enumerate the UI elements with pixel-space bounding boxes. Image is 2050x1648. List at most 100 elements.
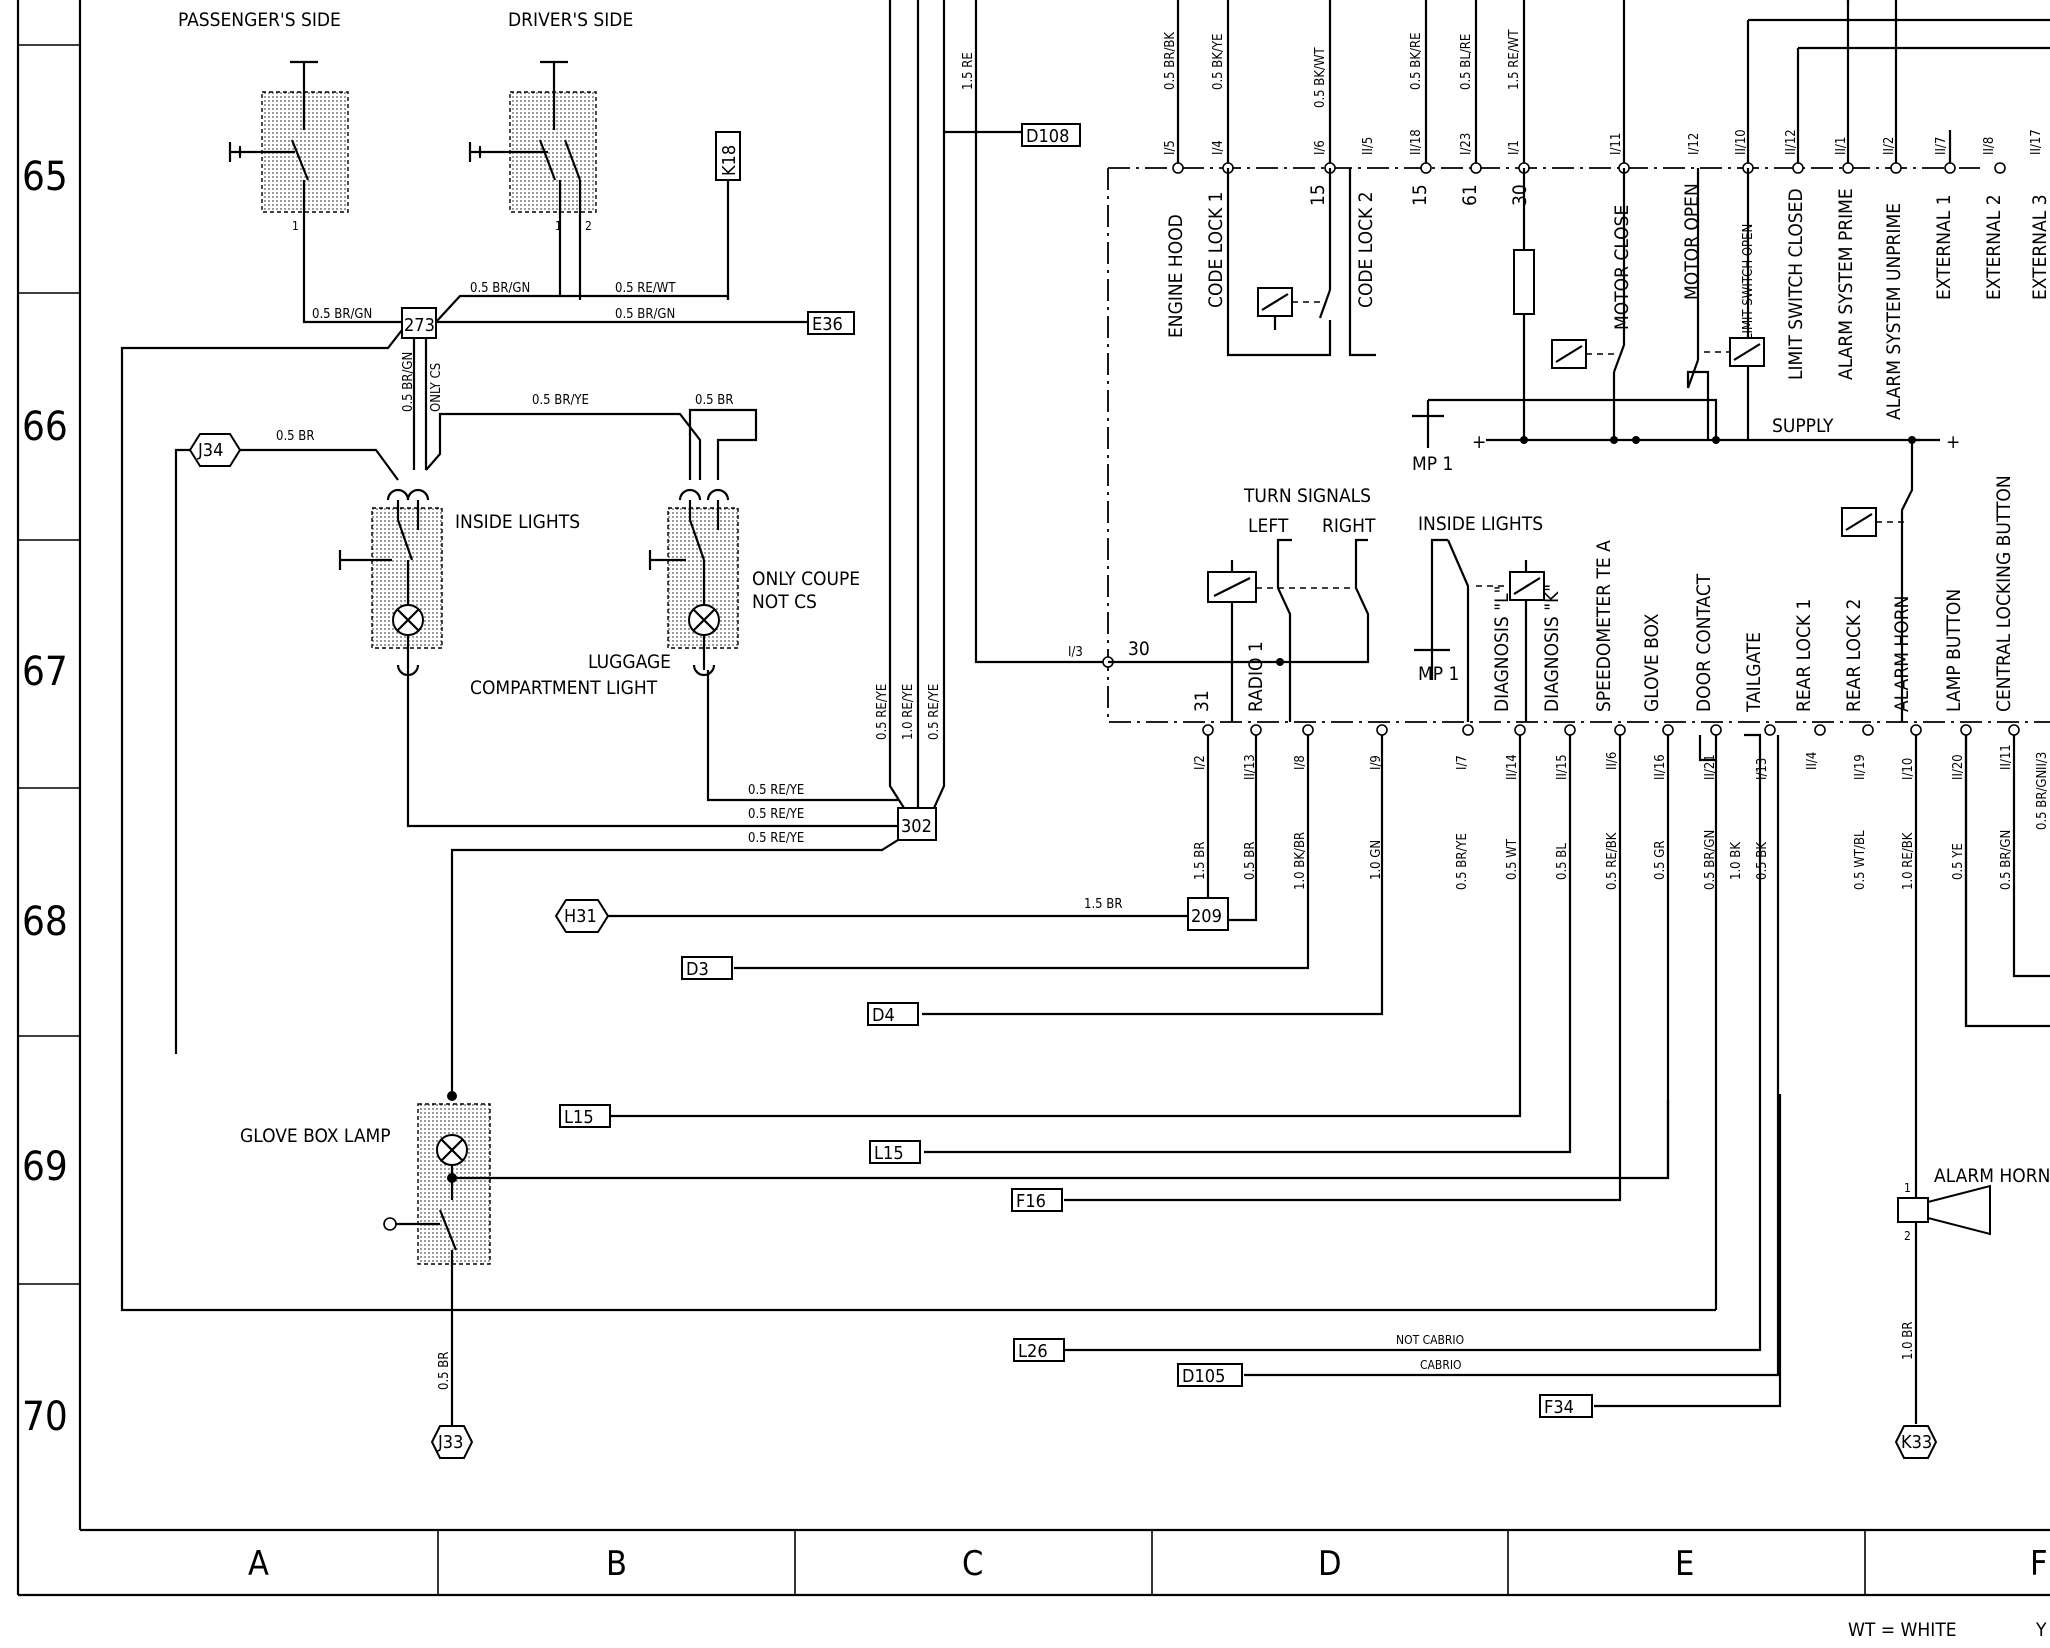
driver-door-switch: DRIVER'S SIDE 1 2 <box>468 9 633 233</box>
svg-text:61: 61 <box>1459 184 1481 206</box>
svg-text:0.5 BL: 0.5 BL <box>1555 843 1570 880</box>
svg-text:II/1: II/1 <box>1834 137 1849 155</box>
svg-text:0.5 BR: 0.5 BR <box>437 1352 452 1390</box>
svg-text:MOTOR CLOSE: MOTOR CLOSE <box>1611 205 1633 330</box>
svg-text:1.0 BK/BR: 1.0 BK/BR <box>1293 832 1308 890</box>
svg-text:ALARM HORN: ALARM HORN <box>1934 1165 2050 1187</box>
svg-text:0.5 BR/YE: 0.5 BR/YE <box>1455 833 1470 890</box>
svg-text:0.5 BR/GN: 0.5 BR/GN <box>470 281 530 296</box>
svg-text:0.5 BR/GN: 0.5 BR/GN <box>1703 830 1718 890</box>
svg-text:1.0 RE/YE: 1.0 RE/YE <box>901 684 916 740</box>
svg-text:15: 15 <box>1409 184 1431 206</box>
svg-text:0.5 RE/YE: 0.5 RE/YE <box>748 807 804 822</box>
bottom-functions: RADIO 1 DIAGNOSIS "L" DIAGNOSIS "K" SPEE… <box>1245 475 2015 713</box>
svg-text:II/19: II/19 <box>1853 754 1868 780</box>
svg-text:CODE LOCK 2: CODE LOCK 2 <box>1355 191 1377 308</box>
junction-273: 273 <box>401 307 437 339</box>
column-letter-b: B <box>606 1544 627 1584</box>
svg-text:I/8: I/8 <box>1293 755 1308 770</box>
svg-text:DOOR CONTACT: DOOR CONTACT <box>1693 573 1715 712</box>
svg-text:1: 1 <box>292 219 299 233</box>
svg-text:0.5 BR/GN: 0.5 BR/GN <box>2035 770 2050 830</box>
svg-text:D4: D4 <box>872 1005 895 1026</box>
connector-l26: L26 <box>1013 1338 1065 1362</box>
junction-209: 209 <box>1187 897 1229 931</box>
svg-text:EXTERNAL 2: EXTERNAL 2 <box>1983 194 2005 300</box>
connector-k33: K33 <box>1894 1425 1938 1459</box>
svg-text:TAILGATE: TAILGATE <box>1743 632 1765 713</box>
svg-text:LEFT: LEFT <box>1248 515 1289 537</box>
svg-text:30: 30 <box>1509 184 1531 206</box>
svg-text:MOTOR OPEN: MOTOR OPEN <box>1681 183 1703 300</box>
svg-text:2: 2 <box>585 219 592 233</box>
svg-text:15: 15 <box>1307 184 1329 206</box>
svg-text:1.5 BR: 1.5 BR <box>1084 897 1122 912</box>
svg-text:I/10: I/10 <box>1901 758 1916 780</box>
top-functions: ENGINE HOOD CODE LOCK 1 CODE LOCK 2 15 1… <box>1165 183 2050 420</box>
svg-text:J33: J33 <box>437 1432 463 1453</box>
svg-text:0.5 RE/YE: 0.5 RE/YE <box>748 831 804 846</box>
bottom-wiring <box>610 733 2050 1424</box>
svg-text:H31: H31 <box>564 906 597 927</box>
svg-text:SPEEDOMETER TE A: SPEEDOMETER TE A <box>1593 540 1615 712</box>
svg-text:II/7: II/7 <box>1934 137 1949 155</box>
connector-f34: F34 <box>1539 1394 1593 1418</box>
svg-text:GLOVE BOX LAMP: GLOVE BOX LAMP <box>240 1125 391 1147</box>
svg-text:LUGGAGE: LUGGAGE <box>588 651 671 673</box>
connector-j34: J34 <box>188 433 242 467</box>
svg-text:ONLY CS: ONLY CS <box>429 363 444 412</box>
svg-text:0.5 BR: 0.5 BR <box>276 429 314 444</box>
svg-text:L15: L15 <box>874 1143 904 1164</box>
row-number-65: 65 <box>22 154 68 200</box>
svg-text:D3: D3 <box>686 959 709 980</box>
svg-text:1.0 RE/BK: 1.0 RE/BK <box>1901 832 1916 890</box>
svg-text:CODE LOCK 1: CODE LOCK 1 <box>1205 191 1227 308</box>
svg-text:I/5: I/5 <box>1163 140 1178 155</box>
column-letter-f: F <box>2030 1544 2048 1584</box>
svg-text:0.5 BR/YE: 0.5 BR/YE <box>532 393 589 408</box>
connector-l15-a: L15 <box>559 1104 611 1128</box>
row-number-68: 68 <box>22 899 68 945</box>
junction-302: 302 <box>897 807 937 841</box>
svg-text:II/10: II/10 <box>1734 129 1749 155</box>
svg-text:GLOVE BOX: GLOVE BOX <box>1641 613 1663 712</box>
svg-text:0.5 GR: 0.5 GR <box>1653 841 1668 881</box>
svg-text:I/11: I/11 <box>1609 133 1624 155</box>
svg-text:0.5 WT/BL: 0.5 WT/BL <box>1853 830 1868 890</box>
svg-text:0.5 RE/YE: 0.5 RE/YE <box>748 783 804 798</box>
svg-text:MP 1: MP 1 <box>1412 453 1453 475</box>
svg-text:I/13: I/13 <box>1755 758 1770 780</box>
svg-text:0.5 BR/GN: 0.5 BR/GN <box>1999 830 2014 890</box>
svg-text:I/2: I/2 <box>1193 755 1208 770</box>
color-legend: WT = WHITE <box>1848 1619 1957 1641</box>
svg-text:1.0 BK: 1.0 BK <box>1729 842 1744 880</box>
connector-k18: K18 <box>715 131 741 181</box>
svg-text:ALARM SYSTEM UNPRIME: ALARM SYSTEM UNPRIME <box>1883 203 1905 420</box>
svg-text:0.5 BK/WT: 0.5 BK/WT <box>1313 46 1328 108</box>
svg-text:II/11: II/11 <box>1999 744 2014 770</box>
row-numbers: 65 66 67 68 69 70 <box>22 154 68 1440</box>
passenger-door-switch: PASSENGER'S SIDE 1 <box>178 9 349 233</box>
color-legend-partial: Y <box>2035 1619 2047 1641</box>
svg-text:I/1: I/1 <box>1507 140 1522 155</box>
svg-text:0.5 BR/GN: 0.5 BR/GN <box>401 352 416 412</box>
svg-text:NOT CABRIO: NOT CABRIO <box>1396 1333 1464 1347</box>
svg-text:I/6: I/6 <box>1313 140 1328 155</box>
svg-text:II/13: II/13 <box>1243 754 1258 780</box>
svg-text:1.0 GN: 1.0 GN <box>1369 840 1384 880</box>
internal-top-circuits: MP 1 + SUPPLY + <box>1226 168 1960 722</box>
svg-text:+: + <box>1472 431 1486 453</box>
svg-text:I/12: I/12 <box>1687 133 1702 155</box>
row-number-70: 70 <box>22 1394 68 1440</box>
svg-text:RADIO 1: RADIO 1 <box>1245 641 1267 712</box>
connector-h31: H31 <box>554 899 610 933</box>
svg-text:273: 273 <box>404 315 435 336</box>
svg-text:INSIDE LIGHTS: INSIDE LIGHTS <box>1418 513 1543 535</box>
svg-text:1.0 BR: 1.0 BR <box>1901 1322 1916 1360</box>
svg-text:302: 302 <box>901 816 932 837</box>
svg-text:EXTERNAL 1: EXTERNAL 1 <box>1933 194 1955 300</box>
svg-text:L26: L26 <box>1018 1341 1048 1362</box>
svg-text:0.5 BK: 0.5 BK <box>1755 842 1770 880</box>
inside-lights-component: INSIDE LIGHTS <box>338 488 580 677</box>
